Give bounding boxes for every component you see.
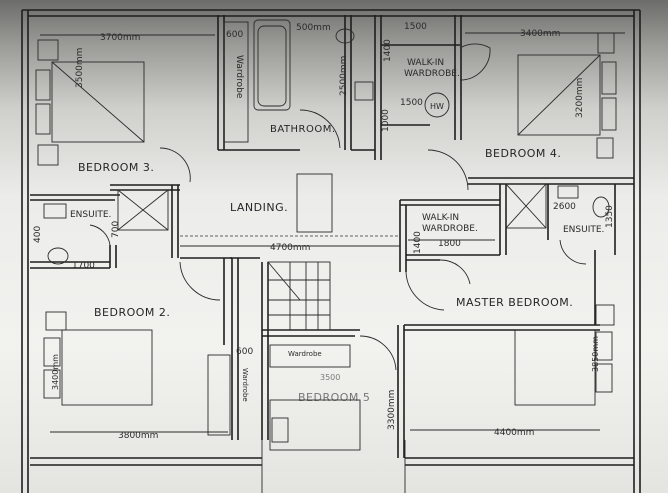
landing-label: LANDING. [230,201,288,214]
dim-700: 700 [111,221,121,238]
dim-1400-mid: 1400 [413,231,423,254]
interior-walls [30,15,634,458]
bed-bedroom-2 [43,329,153,406]
walk-in-wardrobe-top-label-2: WARDROBE. [404,69,460,79]
hot-water-label: HW [430,102,444,111]
ensuite-right-label: ENSUITE. [563,225,604,235]
dim-3400: 3400mm [520,29,560,39]
walk-in-wardrobe-mid-label-2: WARDROBE. [422,224,478,234]
dim-4400: 4400mm [494,428,534,438]
shower-tray-right [505,183,547,229]
bedside-table-b3 [37,144,59,166]
dimension-lines [40,32,625,433]
dim-1350: 1350 [605,205,615,228]
bedroom-5-label: BEDROOM 5 [298,391,370,404]
bed-bedroom-5 [269,399,361,451]
bedside-table-b2 [45,311,67,331]
wardrobe-b5-label: Wardrobe [288,350,322,358]
landing-rooflight [296,173,333,233]
walk-in-wardrobe-mid-label: WALK-IN [422,213,459,223]
bathroom-toilet-icon [335,28,355,44]
ensuite-sink-right [557,185,579,199]
dim-3850: 3850mm [591,336,600,372]
shower-tray-left [117,189,169,231]
dim-1000: 1000 [381,109,391,132]
dim-600-top: 600 [226,30,243,40]
bed-master [514,329,613,406]
dim-1800: 1800 [438,239,461,249]
bedside-table-master [595,304,615,326]
dim-2500: 2500mm [339,56,349,96]
dim-3400-b2: 3400mm [51,354,60,390]
dim-1700: 1700 [72,261,95,271]
dim-4700: 4700mm [270,243,310,253]
dim-3300: 3300mm [387,390,397,430]
doors [89,43,587,371]
bedroom-3-label: BEDROOM 3. [78,161,154,174]
staircase [267,261,331,331]
bathroom-sink [354,81,374,101]
ensuite-sink-left [43,203,67,219]
bath [253,19,291,111]
dim-400: 400 [33,226,43,243]
wardrobe-bedroom-5 [269,344,351,368]
wardrobe-b2-label: Wardrobe [241,368,249,402]
wardrobe-bedroom-2 [207,354,231,436]
ensuite-toilet-left-icon [47,247,69,265]
bathroom-label: BATHROOM. [270,124,336,135]
hot-water-cylinder [424,92,450,118]
walk-in-wardrobe-top-label: WALK-IN [407,58,444,68]
dim-3200: 3200mm [575,78,585,118]
bedside-table-b3-top [37,39,59,61]
dim-2600: 2600 [553,202,576,212]
bed-bedroom-4 [517,54,617,136]
dim-1500-mid: 1500 [400,98,423,108]
dim-3500-b5: 3500 [320,373,340,382]
bedroom-4-label: BEDROOM 4. [485,147,561,160]
bedside-table-b4-top [597,32,615,54]
bed-bedroom-3 [35,61,145,143]
ensuite-left-label: ENSUITE. [70,210,111,220]
dim-500: 500mm [296,23,331,33]
dim-600-b2: 600 [236,347,253,357]
outer-walls [21,9,641,493]
ensuite-toilet-right-icon [592,196,610,218]
dim-1500-top: 1500 [404,22,427,32]
wardrobe-b3-label: Wardrobe [234,55,244,99]
wardrobe-bedroom-3 [223,21,249,143]
bedroom-2-label: BEDROOM 2. [94,306,170,319]
dim-3700: 3700mm [100,33,140,43]
bedside-table-b4 [596,137,614,159]
master-bedroom-label: MASTER BEDROOM. [456,296,573,309]
dim-3800: 3800mm [118,431,158,441]
dim-3500: 3500mm [75,48,85,88]
dim-1400-top: 1400 [383,39,393,62]
